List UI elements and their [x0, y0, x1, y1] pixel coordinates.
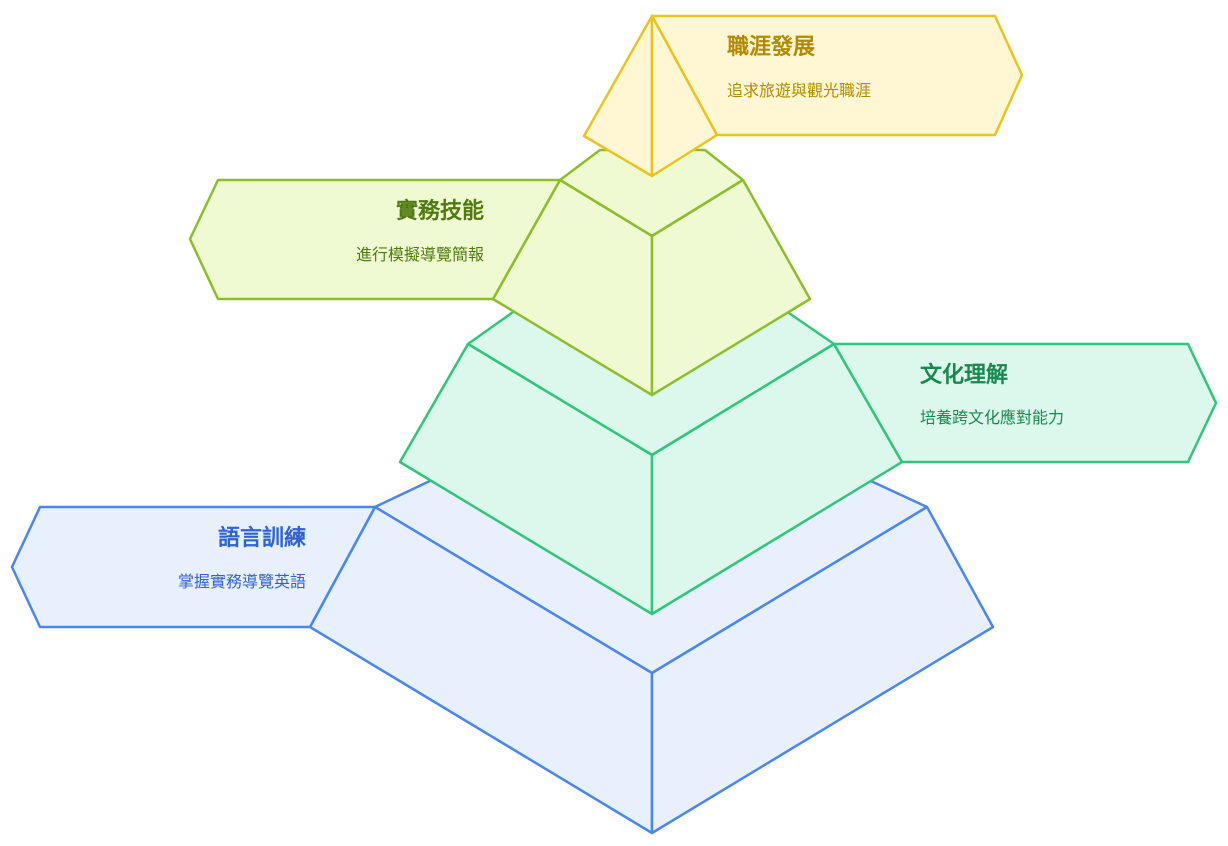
level-3-label-banner: [188, 178, 562, 301]
level-1-description: 掌握實務導覽英語: [178, 572, 306, 591]
level-4-description: 追求旅遊與觀光職涯: [727, 81, 871, 100]
level-4-group: 職涯發展 追求旅遊與觀光職涯: [582, 14, 1024, 178]
level-4-title: 職涯發展: [727, 34, 815, 60]
level-2-label-banner: [832, 342, 1218, 464]
level-2-title: 文化理解: [920, 362, 1008, 388]
level-3-group: 實務技能 進行模擬導覽簡報: [188, 148, 812, 397]
level-4-left-face: [582, 14, 654, 178]
level-1-right-face: [650, 505, 995, 835]
level-3-right-face: [650, 178, 812, 397]
level-4-right-face: [650, 14, 719, 178]
level-2-description: 培養跨文化應對能力: [920, 408, 1064, 427]
level-1-label-banner: [10, 505, 377, 629]
level-3-title: 實務技能: [396, 198, 484, 224]
level-1-title: 語言訓練: [218, 525, 306, 551]
level-3-description: 進行模擬導覽簡報: [356, 245, 484, 264]
